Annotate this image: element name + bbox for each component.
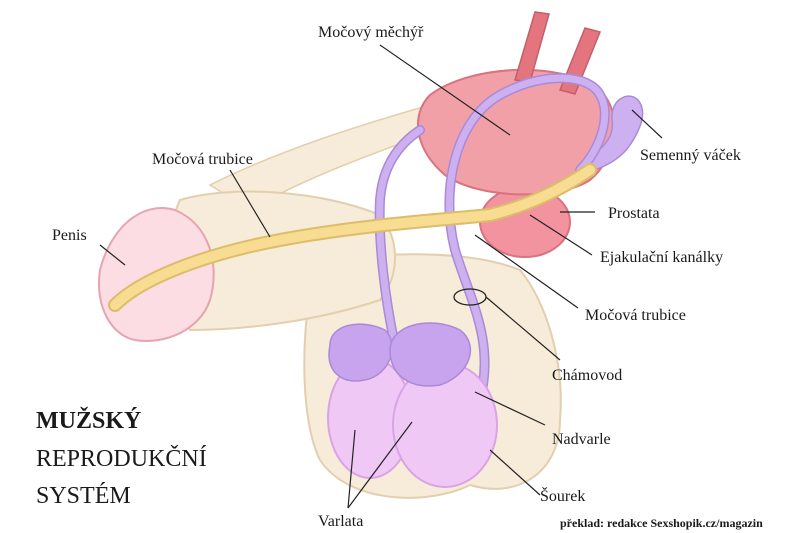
vas-deferens-left-fill [376, 126, 424, 349]
leader-testis-right [347, 421, 413, 509]
leader-testis-left [347, 429, 356, 509]
label-bladder: Močový měchýř [318, 24, 424, 41]
label-testes: Varlata [318, 513, 363, 530]
title-line-1: MUŽSKÝ [36, 407, 141, 434]
title-line-3: SYSTÉM [36, 483, 131, 509]
label-penis: Penis [52, 227, 87, 244]
leader-bladder [379, 44, 511, 136]
leader-vas-deferens [485, 296, 561, 361]
label-urethra-top: Močová trubice [152, 151, 253, 168]
label-epididymis: Nadvarle [552, 431, 611, 448]
translation-credit: překlad: redakce Sexshopik.cz/magazin [560, 516, 763, 530]
label-vas-deferens: Chámovod [552, 367, 622, 384]
leader-penis [99, 244, 126, 266]
epididymis-right [389, 322, 471, 387]
vas-deferens-right-fill [445, 74, 609, 404]
label-urethra-right: Močová trubice [585, 307, 686, 324]
label-ejaculatory-ducts: Ejakulační kanálky [600, 249, 723, 266]
leader-seminal-vesicle [631, 109, 663, 139]
leader-ejaculatory [529, 214, 593, 256]
leader-urethra-right [474, 234, 579, 309]
leader-epididymis [474, 391, 546, 426]
label-seminal-vesicle: Semenný váček [640, 147, 741, 164]
urethra-tube-fill [110, 165, 595, 310]
leader-urethra-top [229, 169, 271, 238]
title-line-2: REPRODUKČNÍ [36, 445, 207, 472]
label-scrotum: Šourek [540, 486, 585, 505]
leader-scrotum [489, 449, 541, 496]
epididymis-left [328, 323, 393, 382]
bladder-organ [417, 68, 616, 196]
label-prostate: Prostata [608, 205, 660, 222]
